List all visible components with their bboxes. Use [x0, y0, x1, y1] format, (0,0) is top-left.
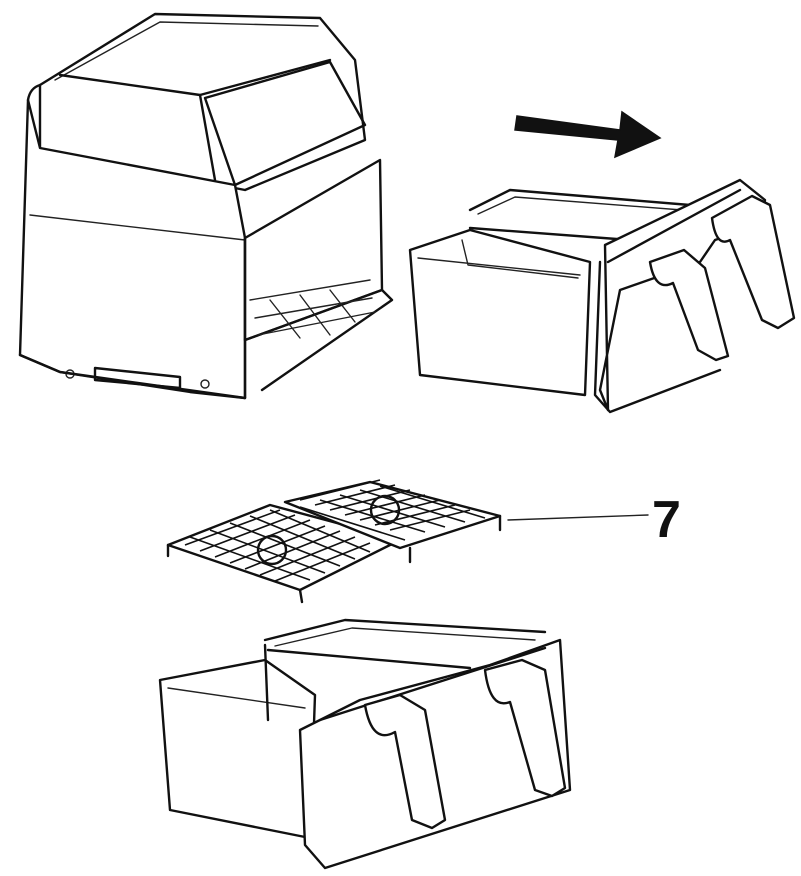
crisper-rack — [166, 479, 502, 604]
part-number-label: 7 — [652, 491, 681, 549]
pull-direction-arrow — [514, 110, 662, 159]
callout-leader-line — [507, 514, 649, 521]
basket-removed — [408, 178, 796, 414]
basket-bottom — [158, 618, 572, 870]
air-fryer-body — [18, 12, 394, 400]
